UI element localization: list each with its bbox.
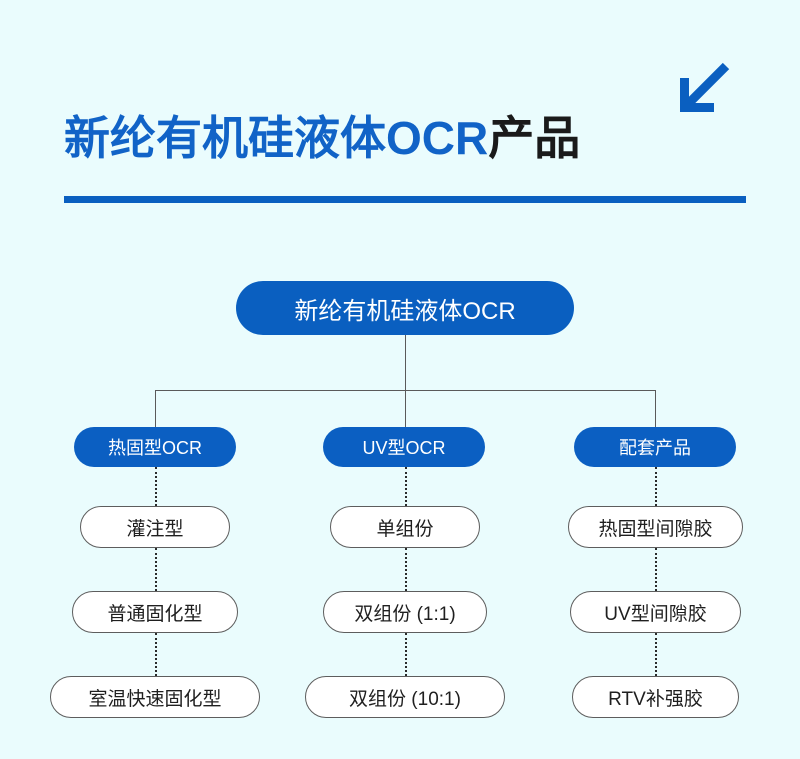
connector-bus-to-branch-1	[155, 390, 156, 427]
tree-branch-node-2[interactable]: UV型OCR	[323, 427, 485, 467]
connector-branch1-to-leaf1	[155, 467, 157, 506]
connector-leaf2-to-leaf3-col1	[155, 633, 157, 676]
connector-leaf1-to-leaf2-col3	[655, 548, 657, 591]
tree-branch-node-1[interactable]: 热固型OCR	[74, 427, 236, 467]
connector-branch2-to-leaf1	[405, 467, 407, 506]
tree-leaf-node-3-2[interactable]: UV型间隙胶	[570, 591, 741, 633]
product-tree-diagram: 新纶有机硅液体OCR 热固型OCR 灌注型 普通固化型 室温快速固化型 UV型O…	[0, 230, 800, 759]
page-header: 新纶有机硅液体OCR产品	[0, 0, 800, 230]
connector-leaf2-to-leaf3-col2	[405, 633, 407, 676]
tree-leaf-node-3-1[interactable]: 热固型间隙胶	[568, 506, 743, 548]
tree-root-node[interactable]: 新纶有机硅液体OCR	[236, 281, 574, 335]
page-title-secondary: 产品	[488, 112, 581, 164]
arrow-down-left-icon	[670, 62, 730, 122]
connector-leaf1-to-leaf2-col2	[405, 548, 407, 591]
connector-bus-to-branch-2	[405, 390, 406, 427]
tree-leaf-node-1-1[interactable]: 灌注型	[80, 506, 230, 548]
connector-leaf1-to-leaf2-col1	[155, 548, 157, 591]
tree-leaf-node-1-2[interactable]: 普通固化型	[72, 591, 238, 633]
tree-leaf-node-1-3[interactable]: 室温快速固化型	[50, 676, 260, 718]
tree-branch-node-3[interactable]: 配套产品	[574, 427, 736, 467]
tree-leaf-node-2-2[interactable]: 双组份 (1:1)	[323, 591, 487, 633]
tree-leaf-node-2-1[interactable]: 单组份	[330, 506, 480, 548]
tree-leaf-node-3-3[interactable]: RTV补强胶	[572, 676, 739, 718]
title-underline-rule	[64, 196, 746, 203]
connector-root-stem	[405, 335, 406, 390]
connector-leaf2-to-leaf3-col3	[655, 633, 657, 676]
page-title-primary: 新纶有机硅液体OCR	[64, 112, 489, 164]
connector-branch3-to-leaf1	[655, 467, 657, 506]
connector-bus-to-branch-3	[655, 390, 656, 427]
tree-leaf-node-2-3[interactable]: 双组份 (10:1)	[305, 676, 505, 718]
page-title: 新纶有机硅液体OCR产品	[64, 110, 580, 166]
